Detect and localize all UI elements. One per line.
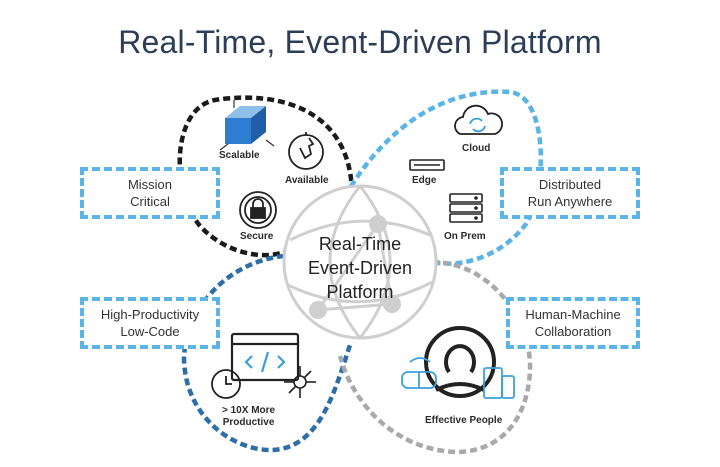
cloud-label: Cloud (462, 143, 491, 154)
lock-icon (239, 191, 277, 229)
loop-dark-blue (181, 253, 353, 453)
code-window-icon (230, 332, 300, 382)
diagram-title: Real-Time, Event-Driven Platform (118, 24, 602, 60)
network-icon (284, 366, 316, 398)
cloud-sync-icon (454, 104, 503, 135)
stopwatch-hand-icon (288, 132, 324, 170)
loop-black (177, 95, 355, 258)
vr-headset-icon (401, 357, 437, 389)
productive-label: > 10X More Productive (222, 405, 276, 428)
secure-label: Secure (240, 231, 274, 242)
loop-gray (337, 259, 533, 455)
effective-people-label: Effective People (425, 415, 503, 426)
loop-light-blue (343, 89, 544, 266)
distributed-box: Distributed Run Anywhere (500, 167, 640, 219)
on-prem-label: On Prem (444, 231, 486, 242)
edge-device-icon (409, 159, 445, 171)
person-icon (424, 326, 496, 398)
server-icon (449, 193, 483, 223)
cube-icon (219, 100, 275, 151)
mission-critical-box: Mission Critical (80, 167, 220, 219)
scalable-label: Scalable (219, 150, 260, 161)
available-label: Available (285, 175, 329, 186)
high-productivity-box: High-Productivity Low-Code (80, 297, 220, 349)
human-machine-box: Human-Machine Collaboration (506, 297, 640, 349)
center-label: Real-Time Event-Driven Platform (307, 234, 413, 302)
clock-icon (211, 369, 241, 399)
globe-icon (282, 184, 438, 340)
edge-label: Edge (412, 175, 437, 186)
mobile-devices-icon (483, 367, 515, 399)
